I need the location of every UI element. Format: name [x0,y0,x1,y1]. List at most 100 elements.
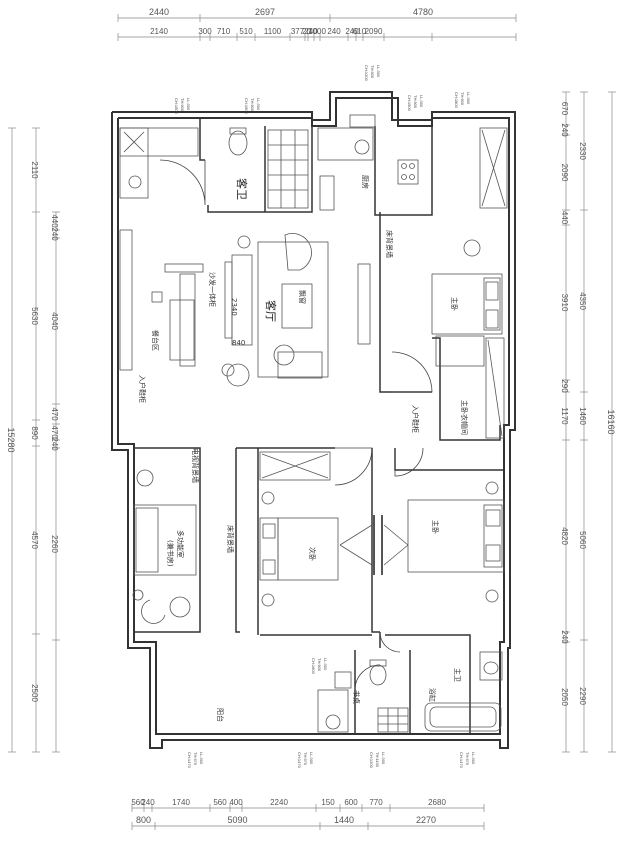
window-tag-line: TH:900 [370,65,375,79]
window-tag-line: CH:1500 [244,98,249,115]
label-desk: 书桌 [352,690,361,704]
dim-right-mid: 1170 [560,407,569,425]
dim-top-inner: 20 [302,27,311,36]
label-wardrobe: 主卧衣帽间 [460,400,469,435]
dim-right-inner: 4350 [578,292,587,310]
dim-top-inner: 2140 [150,27,168,36]
window-tag-line: LL:300 [186,98,191,111]
dim-left-outer: 15280 [6,427,16,452]
dim-left-mid: 4570 [30,531,39,549]
window-tag-line: LL:300 [381,752,386,765]
dim-bottom-outer: 5090 [227,815,247,825]
dim-left-mid: 2110 [30,161,39,179]
dim-left-inner: 240 [50,437,59,451]
dim-top-inner: 1000 [308,27,326,36]
dim-top-inner: 240 [345,27,359,36]
window-tag-line: TH:900 [317,658,322,672]
label-sofa-length: 2340 [230,298,238,316]
furniture [119,114,508,733]
interior-walls [134,118,504,734]
dim-top-inner: 710 [217,27,231,36]
room-living: 客厅 [264,300,278,322]
dim-bottom-inner: 400 [229,798,243,807]
window-tag-line: TH:900 [413,95,418,109]
dim-top-inner: 240 [327,27,341,36]
dim-top-outer: 4780 [413,7,433,17]
window-tag-line: LL:300 [466,92,471,105]
window-tag-line: LL:300 [323,658,328,671]
dim-bottom-inner: 600 [344,798,358,807]
dim-bottom-inner: 560 [131,798,145,807]
dim-top-outer: 2697 [255,7,275,17]
window-tag-line: LL:300 [376,65,381,78]
window-tag-line: LL:300 [256,98,261,111]
room-multi-function: 多功能室 [176,530,185,558]
room-master-bath: 主卫 [453,668,462,682]
window-tag-line: CH:1200 [364,65,369,82]
dim-left-inner: 470 [50,425,59,439]
window-tag-line: LL:300 [199,752,204,765]
dim-left-mid: 5630 [30,307,39,325]
window-tag-line: CH:1470 [187,752,192,769]
dim-left-mid: 890 [30,426,39,440]
dim-right-inner: 2330 [578,142,587,160]
window-tag-line: CH:1800 [454,92,459,109]
dim-right-inner: 2290 [578,687,587,705]
window-tag-line: CH:1200 [369,752,374,769]
window-tag-line: CH:1600 [311,658,316,675]
room-study: (兼书房) [166,540,175,567]
dim-bottom-inner: 560 [213,798,227,807]
label-sofa-wall: 沙发一体柜 [208,272,217,307]
label-bed-back-wall: 床背景墙 [385,230,394,258]
dimension-lines [8,14,616,830]
room-balcony: 阳台 [216,708,225,722]
dim-bottom-inner: 240 [141,798,155,807]
label-bay-window: 飘窗 [298,290,307,304]
dim-left-inner: 2260 [50,535,59,553]
dim-top-inner: 2090 [365,27,383,36]
label-entry-cabinet: 入户鞋柜 [138,375,147,403]
dim-top-inner: 1100 [264,27,282,36]
window-tag-line: LL:300 [309,752,314,765]
outer-walls [111,91,516,749]
dim-bottom-inner: 1740 [172,798,190,807]
dim-right-mid: 670 [560,102,569,116]
dim-left-inner: 470 [50,407,59,421]
dim-right-mid: 440 [560,211,569,225]
dim-left-inner: 240 [50,227,59,241]
room-second-bedroom: 次卧 [308,547,317,561]
room-labels: 客卫 厨房 客厅 主卧 次卧 主卧 多功能室 (兼书房) 阳台 主卫 浴缸 餐台… [138,175,469,722]
window-tag-line: TH:970 [193,752,198,766]
window-tag-line: TH:970 [303,752,308,766]
dim-left-mid: 2500 [30,684,39,702]
window-tag-line: TH:970 [465,752,470,766]
dim-right-inner: 5060 [578,531,587,549]
label-bathtub: 浴缸 [428,688,437,702]
dim-right-mid: 2050 [560,688,569,706]
dim-right-outer: 16160 [606,409,616,434]
dim-bottom-inner: 2240 [270,798,288,807]
room-master-bedroom: 主卧 [450,297,459,311]
window-tag-line: TH:1100 [375,752,380,768]
label-tv-wall: 电视背景墙 [191,448,200,483]
window-tag-line: CH:1500 [174,98,179,115]
window-tag-line: TH:900 [250,98,255,112]
dim-top-inner: 510 [239,27,253,36]
dim-right-mid: 3910 [560,294,569,312]
dim-bottom-outer: 800 [136,815,151,825]
dim-left-inner: 440 [50,214,59,228]
window-tag-line: TH:900 [460,92,465,106]
dim-left-inner: 4040 [50,312,59,330]
room-guest-bath: 客卫 [235,178,249,200]
dim-right-mid: 4820 [560,527,569,545]
window-tag-line: CH:1500 [407,95,412,112]
label-bed-back-wall-2: 床背景墙 [226,525,235,553]
dim-top-inner: 240 [304,27,318,36]
dim-right-inner: 1460 [578,407,587,425]
dim-right-mid: 240 [560,123,569,137]
dim-bottom-inner: 770 [369,798,383,807]
window-tag-line: LL:300 [419,95,424,108]
